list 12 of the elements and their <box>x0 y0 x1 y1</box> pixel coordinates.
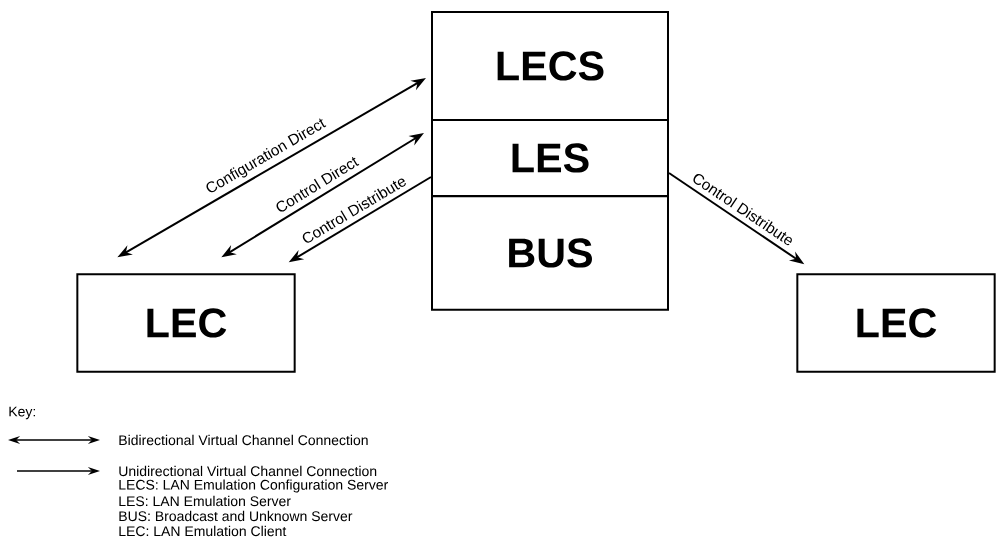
process-box: LES <box>431 119 669 197</box>
legend-text: Bidirectional Virtual Channel Connection <box>119 434 368 446</box>
key-text: BUS: Broadcast and Unknown Server <box>119 510 353 522</box>
key-text: LES: LAN Emulation Server <box>119 495 291 507</box>
process-box: LECS <box>431 11 669 121</box>
process-box: BUS <box>431 195 669 311</box>
key-text: LECS: LAN Emulation Configuration Server <box>119 479 388 493</box>
key-text: Key: <box>9 406 35 420</box>
process-box: LEC <box>796 273 996 373</box>
process-box: LEC <box>76 273 296 373</box>
legend-text: Unidirectional Virtual Channel Connection <box>119 465 377 477</box>
key-text: LEC: LAN Emulation Client <box>119 525 287 537</box>
